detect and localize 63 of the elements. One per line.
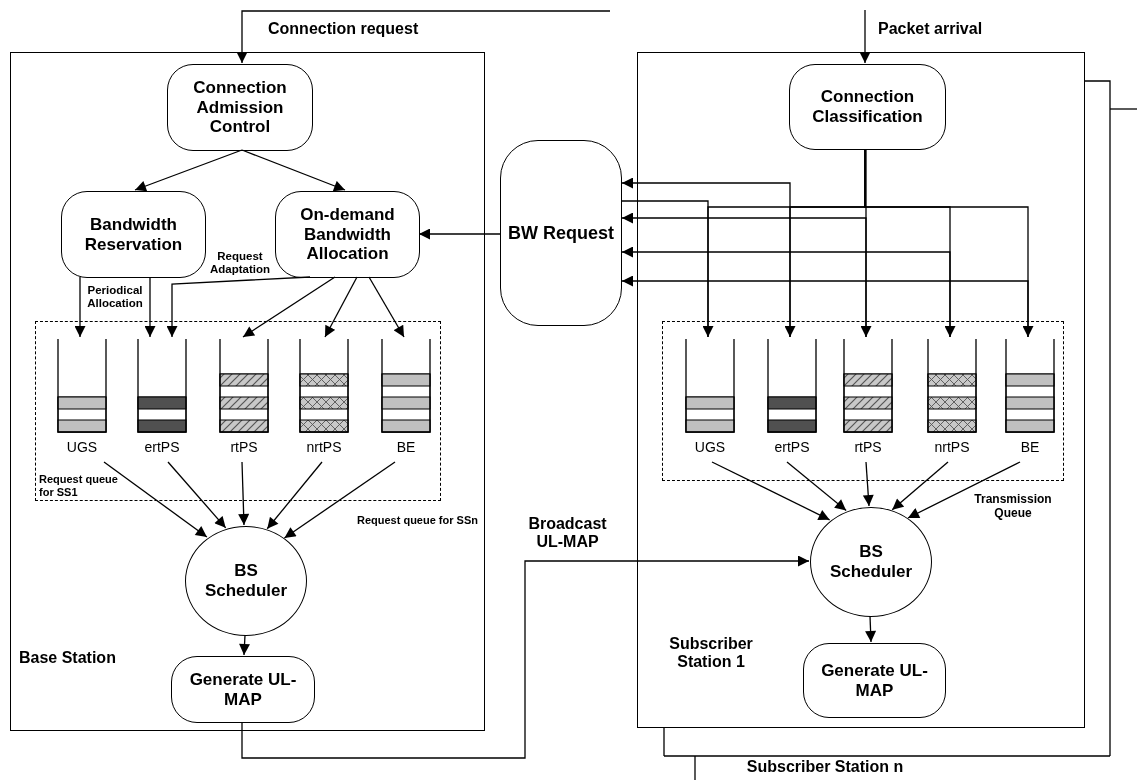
group-label: Request queue for SS1 xyxy=(39,473,119,499)
frame-title: Subscriber Station 1 xyxy=(668,635,754,672)
box-label: Bandwidth Reservation xyxy=(83,214,184,255)
arrow xyxy=(134,149,243,192)
box-label: Generate UL-MAP xyxy=(188,669,298,710)
dashed-group xyxy=(662,321,1064,481)
arrow xyxy=(418,228,501,240)
arrow xyxy=(166,276,311,338)
rounded-box xyxy=(789,64,946,150)
arrow xyxy=(236,10,611,64)
arrow xyxy=(242,276,336,338)
arrow xyxy=(621,246,951,338)
box-label: BW Request xyxy=(507,222,615,244)
frame-title: Base Station xyxy=(19,649,117,668)
connector-line xyxy=(621,200,709,338)
arrow xyxy=(74,276,86,338)
queue-label: ertPS xyxy=(143,439,181,455)
rounded-box xyxy=(500,140,622,326)
rounded-box xyxy=(171,656,315,723)
queue-label: BE xyxy=(1019,439,1041,455)
arrow xyxy=(144,276,156,338)
dashed-group xyxy=(35,321,441,501)
arrow xyxy=(859,9,871,64)
arrow xyxy=(283,461,396,539)
arrow xyxy=(621,275,1029,338)
rounded-box xyxy=(61,191,206,278)
arrow xyxy=(786,461,847,512)
box-label: Connection Classification xyxy=(811,87,924,127)
queue-label: UGS xyxy=(693,439,727,455)
station-frame xyxy=(637,52,1085,728)
arrow xyxy=(621,177,791,338)
node-label: BS Scheduler xyxy=(828,541,914,583)
arrow xyxy=(907,461,1021,519)
box-label: On-demand Bandwidth Allocation xyxy=(299,205,396,264)
station-frame xyxy=(10,52,485,731)
arrow xyxy=(865,615,877,643)
box-label: Generate UL-MAP xyxy=(820,660,929,701)
arrow xyxy=(103,461,208,538)
arrow xyxy=(167,461,227,529)
queue-label: ertPS xyxy=(773,439,811,455)
queue-label: nrtPS xyxy=(933,439,971,455)
arrow xyxy=(368,276,405,338)
arrow xyxy=(238,461,250,526)
rounded-box xyxy=(167,64,313,151)
arrow xyxy=(324,276,358,338)
arrow xyxy=(239,634,251,656)
arrow xyxy=(241,555,810,759)
queue-label: UGS xyxy=(65,439,99,455)
queue-label: BE xyxy=(395,439,417,455)
edge-label: Request Adaptation xyxy=(208,250,272,277)
queue-label: rtPS xyxy=(853,439,883,455)
node-label: BS Scheduler xyxy=(203,560,289,602)
arrow xyxy=(241,149,346,192)
queue-label: nrtPS xyxy=(305,439,343,455)
arrow xyxy=(891,461,949,511)
queue-label: rtPS xyxy=(229,439,259,455)
arrow xyxy=(266,461,323,530)
box-label: Connection Admission Control xyxy=(192,78,288,137)
rounded-box xyxy=(803,643,946,718)
arrow xyxy=(621,212,867,338)
arrow xyxy=(711,461,831,521)
rounded-box xyxy=(275,191,420,278)
arrow xyxy=(862,461,874,507)
